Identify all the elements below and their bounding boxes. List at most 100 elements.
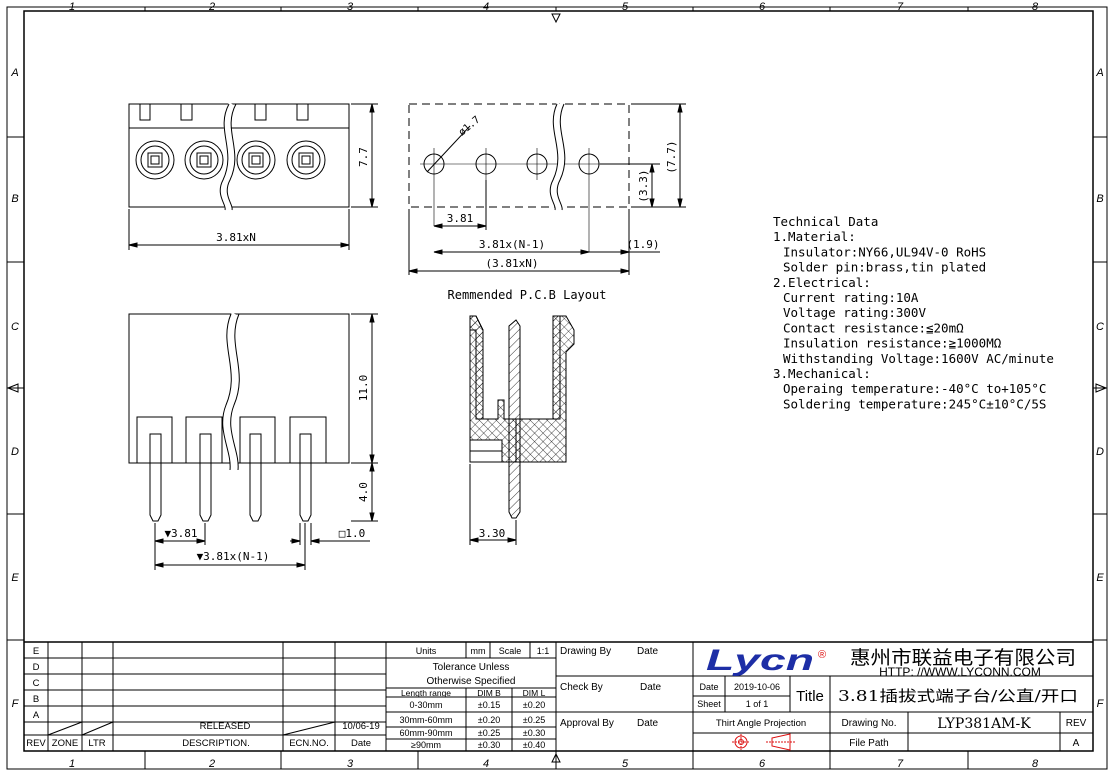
rev-row-b: B — [33, 694, 39, 705]
pcb-edge: (1.9) — [626, 238, 659, 251]
pin-length-label: 4.0 — [357, 482, 370, 502]
tol-r2-range: 30mm-60mm — [399, 715, 452, 725]
socket-4 — [286, 140, 326, 180]
sheet-border — [6, 6, 1108, 770]
rev-label: REV — [1066, 718, 1087, 729]
rev-table: E D C B A RELEASED 10/06-19 REV ZONE LTR… — [26, 646, 380, 749]
zone-bot-8: 8 — [1032, 758, 1039, 770]
socket-3 — [236, 140, 276, 180]
pin-span-label: ▼3.81x(N-1) — [197, 550, 270, 563]
pcb-caption: Remmended P.C.B Layout — [448, 288, 607, 302]
company-logo: Lycn — [706, 644, 814, 677]
hdr-zone: ZONE — [52, 738, 78, 749]
hdr-desc: DESCRIPTION. — [182, 738, 250, 749]
rev-row-a: A — [33, 710, 40, 721]
drawing-info: Date 2019-10-06 Sheet 1 of 1 Title 3.81插… — [697, 682, 1086, 749]
technical-data: Technical Data1.Material:Insulator:NY66,… — [773, 214, 1054, 411]
side-offset-label: 3.30 — [479, 527, 506, 540]
tolerance-line1: Tolerance Unless — [433, 662, 510, 673]
date-value: 2019-10-06 — [734, 682, 780, 692]
zone-left-b: B — [11, 193, 18, 205]
tol-r4-b: ±0.30 — [478, 740, 500, 750]
tol-h-diml: DIM L — [523, 688, 546, 698]
approval-by-label: Approval By — [560, 718, 614, 729]
rev-a-date: 10/06-19 — [342, 721, 380, 732]
company-header: Lycn ® 惠州市联益电子有限公司 HTTP: //WWW.LYCONN.CO… — [706, 644, 1076, 679]
tol-r1-l: ±0.20 — [523, 700, 545, 710]
socket-1 — [135, 140, 175, 180]
check-by-date-label: Date — [640, 682, 662, 693]
tech-line: Solder pin:brass,tin plated — [783, 260, 986, 275]
rev-row-c: C — [33, 678, 40, 689]
zone-right-b: B — [1096, 193, 1103, 205]
zone-top-5: 5 — [622, 1, 629, 13]
zone-left-c: C — [11, 321, 19, 333]
tech-line: Insulator:NY66,UL94V-0 RoHS — [783, 244, 986, 259]
pcb-hole-dia: ø1.7 — [457, 114, 483, 138]
tech-line: 3.Mechanical: — [773, 366, 871, 381]
side-section — [469, 315, 575, 545]
approval-date-label: Date — [637, 718, 659, 729]
zone-right-d: D — [1096, 446, 1104, 458]
tol-r3-l: ±0.30 — [523, 728, 545, 738]
tech-line: Voltage rating:300V — [783, 305, 926, 320]
hdr-ltr: LTR — [88, 738, 105, 749]
projection-label: Thirt Angle Projection — [716, 718, 806, 729]
zone-right-c: C — [1096, 321, 1104, 333]
zone-left-d: D — [11, 446, 19, 458]
hdr-ecn: ECN.NO. — [289, 738, 329, 749]
sheet-value: 1 of 1 — [746, 699, 769, 709]
zone-top-3: 3 — [347, 1, 354, 13]
signoff-area: Drawing By Date Check By Date Approval B… — [560, 646, 662, 729]
drawing-by-label: Drawing By — [560, 646, 611, 657]
sheet-label: Sheet — [697, 699, 721, 709]
drawing-no-label: Drawing No. — [841, 718, 896, 729]
title-value: 3.81插拔式端子台/公直/开口 — [838, 687, 1078, 705]
tolerance-table: Units mm Scale 1:1 Tolerance Unless Othe… — [399, 646, 549, 750]
zone-right-e: E — [1096, 572, 1104, 584]
pcb-total: (3.81xN) — [486, 257, 539, 270]
company-url: HTTP: //WWW.LYCONN.COM — [879, 665, 1041, 679]
units-label: Units — [416, 646, 437, 656]
zone-top-1: 1 — [69, 1, 75, 13]
tech-line: Withstanding Voltage:1600V AC/minute — [783, 351, 1054, 366]
zone-left-f: F — [12, 698, 20, 710]
scale-value: 1:1 — [537, 646, 550, 656]
company-name-cn: 惠州市联益电子有限公司 — [850, 647, 1076, 669]
file-path-label: File Path — [849, 738, 888, 749]
tol-r3-range: 60mm-90mm — [399, 728, 452, 738]
front-width-label: 3.81xN — [216, 231, 256, 244]
tolerance-line2: Otherwise Specified — [427, 676, 516, 687]
rev-row-d: D — [33, 662, 40, 673]
zone-left-a: A — [10, 67, 18, 79]
drawing-by-date-label: Date — [637, 646, 659, 657]
zone-top-7: 7 — [897, 1, 904, 13]
zone-labels: 1 2 3 4 5 6 7 8 1 2 3 4 5 6 7 8 A B C D … — [10, 1, 1104, 770]
socket-2 — [184, 140, 224, 180]
pcb-height: (7.7) — [665, 140, 678, 173]
zone-bot-3: 3 — [347, 758, 354, 770]
registered-mark: ® — [818, 649, 826, 661]
zone-top-6: 6 — [759, 1, 766, 13]
tol-r2-b: ±0.20 — [478, 715, 500, 725]
tol-h-range: Length range — [401, 688, 451, 698]
zone-top-4: 4 — [483, 1, 489, 13]
rev-row-e: E — [33, 646, 39, 657]
pcb-hole-offset: (3.3) — [637, 169, 650, 202]
zone-top-8: 8 — [1032, 1, 1039, 13]
zone-bot-2: 2 — [208, 758, 215, 770]
pcb-layout — [408, 102, 686, 275]
zone-top-2: 2 — [208, 1, 215, 13]
pcb-span: 3.81x(N-1) — [479, 238, 545, 251]
pcb-pitch: 3.81 — [447, 212, 474, 225]
tech-line: Current rating:10A — [783, 290, 919, 305]
side-height-label: 11.0 — [357, 375, 370, 402]
drawing-no-value: LYP381AM-K — [937, 716, 1031, 732]
hdr-rev: REV — [26, 738, 46, 749]
check-by-label: Check By — [560, 682, 603, 693]
tol-r4-range: ≥90mm — [411, 740, 441, 750]
zone-left-e: E — [11, 572, 19, 584]
tol-r1-range: 0-30mm — [409, 700, 442, 710]
front-view — [128, 102, 378, 250]
